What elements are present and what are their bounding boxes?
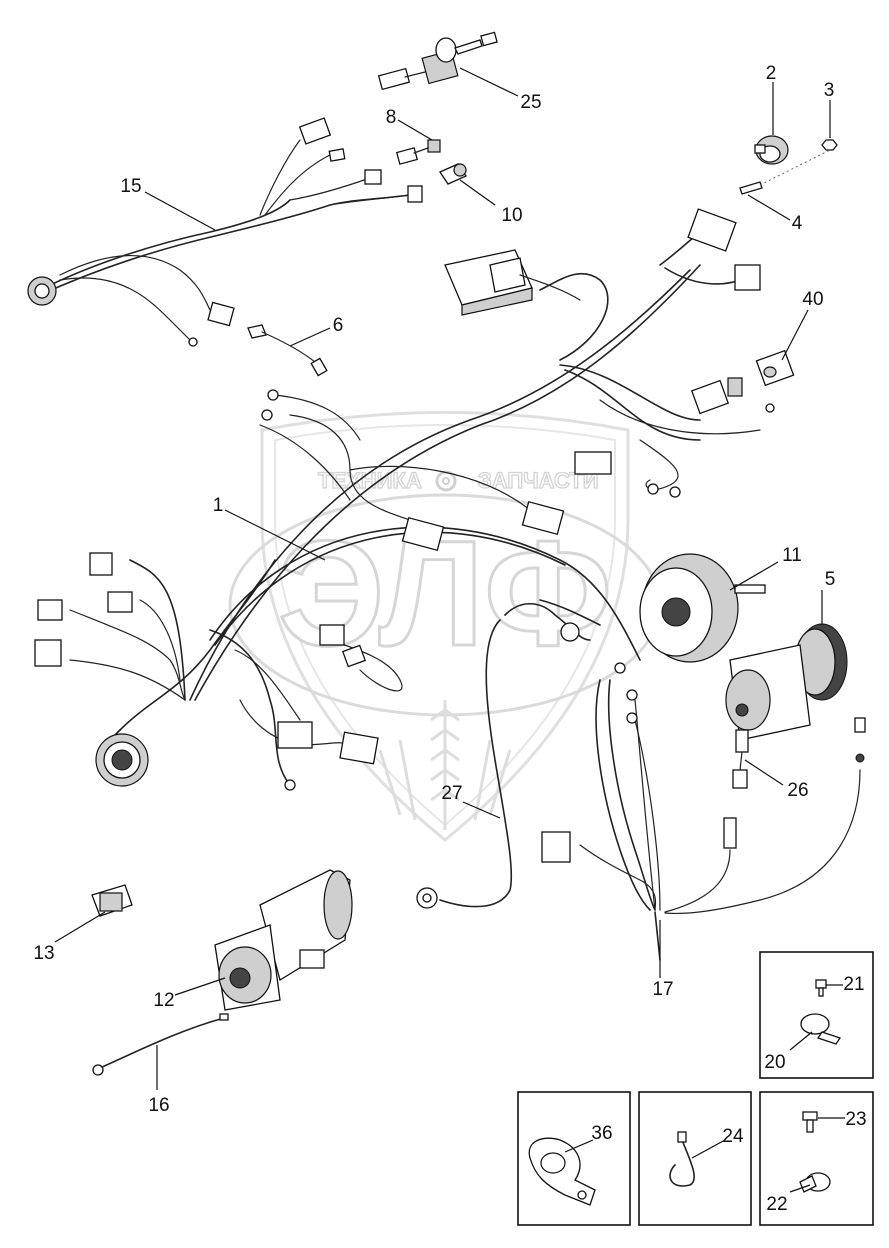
callout-16: 16 xyxy=(148,1095,169,1116)
main-harness xyxy=(69,231,861,961)
callout-23: 23 xyxy=(845,1109,866,1130)
watermark-gear-icon xyxy=(435,470,457,492)
watermark: ТЕХНИКА ЗАПЧАСТИ ЭЛФ xyxy=(228,411,662,842)
part-36-clip xyxy=(528,1137,596,1206)
part-27-terminal xyxy=(416,887,438,909)
part-22-clip xyxy=(799,1172,831,1193)
callout-6: 6 xyxy=(333,315,344,336)
callout-26: 26 xyxy=(787,780,808,801)
mid-connectors xyxy=(261,389,775,791)
part-6 xyxy=(247,324,328,377)
callout-27: 27 xyxy=(441,783,462,804)
callout-22: 22 xyxy=(766,1194,787,1215)
inset-box-24 xyxy=(638,1091,752,1226)
callout-12: 12 xyxy=(153,990,174,1011)
part-3 xyxy=(821,139,838,151)
callout-20: 20 xyxy=(764,1052,785,1073)
inset-box-20-21 xyxy=(759,951,874,1079)
part-10 xyxy=(439,163,467,185)
callout-11: 11 xyxy=(782,545,802,566)
callout-5: 5 xyxy=(825,569,836,590)
part-8 xyxy=(395,139,441,165)
part-25 xyxy=(377,31,498,91)
part-5-compressor xyxy=(725,623,866,763)
part-20-clip xyxy=(800,1013,842,1045)
part-12-starter xyxy=(214,869,353,1011)
callout-36: 36 xyxy=(591,1123,612,1144)
part-26 xyxy=(732,729,749,789)
part-23-screw xyxy=(802,1111,818,1133)
part-17-connectors xyxy=(541,817,737,863)
part-4 xyxy=(739,149,831,195)
part-21-screw xyxy=(815,979,827,997)
left-connectors xyxy=(34,552,149,787)
harness-15 xyxy=(27,117,423,347)
callout-4: 4 xyxy=(792,213,803,234)
callout-13: 13 xyxy=(33,943,54,964)
callout-8: 8 xyxy=(386,107,397,128)
callout-3: 3 xyxy=(824,80,835,101)
watermark-wheat-icon xyxy=(378,700,512,830)
part-24-tie xyxy=(669,1131,695,1187)
callout-17: 17 xyxy=(652,979,673,1000)
callout-15: 15 xyxy=(120,176,141,197)
callout-40: 40 xyxy=(802,289,823,310)
callout-24: 24 xyxy=(722,1126,744,1147)
part-2 xyxy=(754,135,789,165)
part-40 xyxy=(755,349,795,387)
watermark-letters: ЭЛФ xyxy=(278,509,612,677)
inset-box-36 xyxy=(517,1091,631,1226)
callout-1: 1 xyxy=(213,495,224,516)
callout-labels: 1 2 3 4 5 6 8 10 11 12 13 15 16 17 20 21… xyxy=(33,63,866,1215)
part-16-cable xyxy=(92,1013,229,1076)
callout-25: 25 xyxy=(520,92,541,113)
callout-21: 21 xyxy=(843,974,864,995)
leader-lines xyxy=(54,67,845,1193)
part-11-alternator xyxy=(639,553,766,663)
inset-box-22-23 xyxy=(759,1091,874,1226)
ecu-connector xyxy=(444,249,581,316)
callout-10: 10 xyxy=(501,205,522,226)
connector-top-right xyxy=(687,208,761,415)
callout-2: 2 xyxy=(766,63,777,84)
watermark-shield xyxy=(260,411,630,842)
part-13-relay xyxy=(91,884,133,917)
